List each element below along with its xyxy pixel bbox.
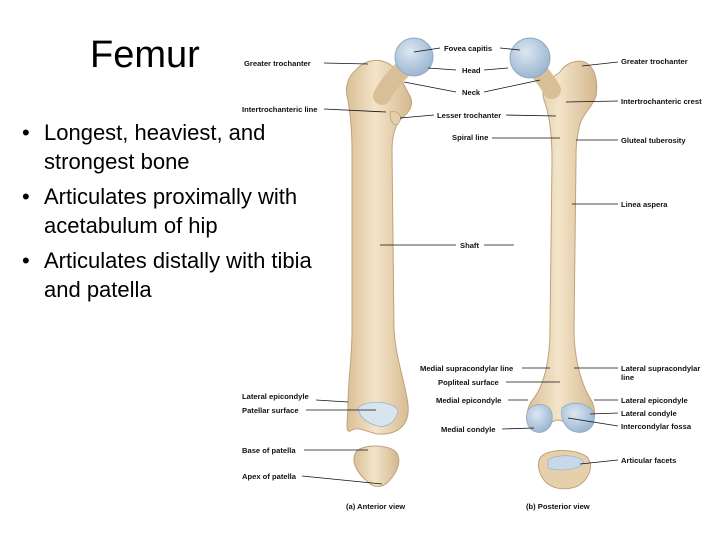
label-medial-supracondylar-line: Medial supracondylar line [420, 364, 513, 373]
leader-line [301, 475, 383, 485]
anterior-patellar-surface [357, 401, 399, 427]
caption-posterior-view: (b) Posterior view [526, 502, 590, 511]
leader-line [499, 47, 521, 51]
slide-title: Femur [90, 34, 200, 76]
leader-lines [301, 47, 619, 485]
label-linea-aspera: Linea aspera [621, 200, 668, 209]
patella-facets [547, 455, 585, 471]
label-lateral-supracondylar-line: Lateral supracondylar [621, 364, 700, 373]
label-greater-trochanter-left: Greater trochanter [244, 59, 311, 68]
label-head: Head [462, 66, 481, 75]
label-base-of-patella: Base of patella [242, 446, 296, 455]
leader-line [567, 417, 619, 427]
leader-line [589, 412, 619, 415]
label-medial-condyle: Medial condyle [441, 425, 495, 434]
label-lateral-supracondylar-line-cont: line [621, 373, 634, 382]
label-fovea-capitis: Fovea capitis [444, 44, 492, 53]
anterior-femur [345, 37, 434, 435]
label-apex-of-patella: Apex of patella [242, 472, 297, 481]
label-medial-epicondyle: Medial epicondyle [436, 396, 501, 405]
leader-line [323, 108, 387, 113]
caption-anterior-view: (a) Anterior view [346, 502, 405, 511]
leader-line [399, 114, 435, 119]
bullet-list: Longest, heaviest, and strongest bone Ar… [18, 118, 318, 310]
label-intercondylar-fossa: Intercondylar fossa [621, 422, 692, 431]
posterior-lateral-condyle [561, 402, 595, 433]
label-lateral-epicondyle-left: Lateral epicondyle [242, 392, 309, 401]
label-intertrochanteric-crest: Intertrochanteric crest [621, 97, 702, 106]
leader-line [323, 62, 369, 65]
patella-posterior [537, 450, 591, 490]
anterior-femur-bone [345, 60, 413, 435]
patella [353, 445, 400, 487]
label-intertrochanteric-line: Intertrochanteric line [242, 105, 318, 114]
posterior-medial-condyle [526, 404, 553, 433]
leader-line [483, 67, 509, 71]
label-gluteal-tuberosity: Gluteal tuberosity [621, 136, 686, 145]
labels: Greater trochanter Intertrochanteric lin… [242, 44, 702, 511]
posterior-femur [509, 37, 598, 433]
posterior-femur-bone [526, 60, 598, 431]
label-spiral-line: Spiral line [452, 133, 488, 142]
leader-line [315, 399, 349, 403]
leader-line [565, 100, 619, 103]
leader-line [581, 61, 619, 67]
label-articular-facets: Articular facets [621, 456, 676, 465]
bullet-item: Articulates proximally with acetabulum o… [18, 182, 318, 240]
label-popliteal-surface: Popliteal surface [438, 378, 499, 387]
patella-shape [353, 445, 400, 487]
label-shaft: Shaft [460, 241, 479, 250]
leader-line [501, 427, 535, 430]
label-lateral-condyle: Lateral condyle [621, 409, 677, 418]
leader-line [505, 114, 557, 117]
bullet-item: Longest, heaviest, and strongest bone [18, 118, 318, 176]
leader-line [483, 79, 541, 93]
label-lesser-trochanter: Lesser trochanter [437, 111, 501, 120]
anterior-lesser-trochanter [389, 111, 401, 125]
label-neck: Neck [462, 88, 481, 97]
posterior-femur-head [509, 37, 551, 79]
anterior-femur-head [394, 37, 434, 77]
leader-line [579, 459, 619, 465]
bullet-item: Articulates distally with tibia and pate… [18, 246, 318, 304]
label-patellar-surface: Patellar surface [242, 406, 299, 415]
leader-line [427, 67, 457, 71]
label-greater-trochanter-right: Greater trochanter [621, 57, 688, 66]
label-lateral-epicondyle-right: Lateral epicondyle [621, 396, 688, 405]
leader-line [403, 81, 457, 93]
leader-line [413, 47, 441, 53]
